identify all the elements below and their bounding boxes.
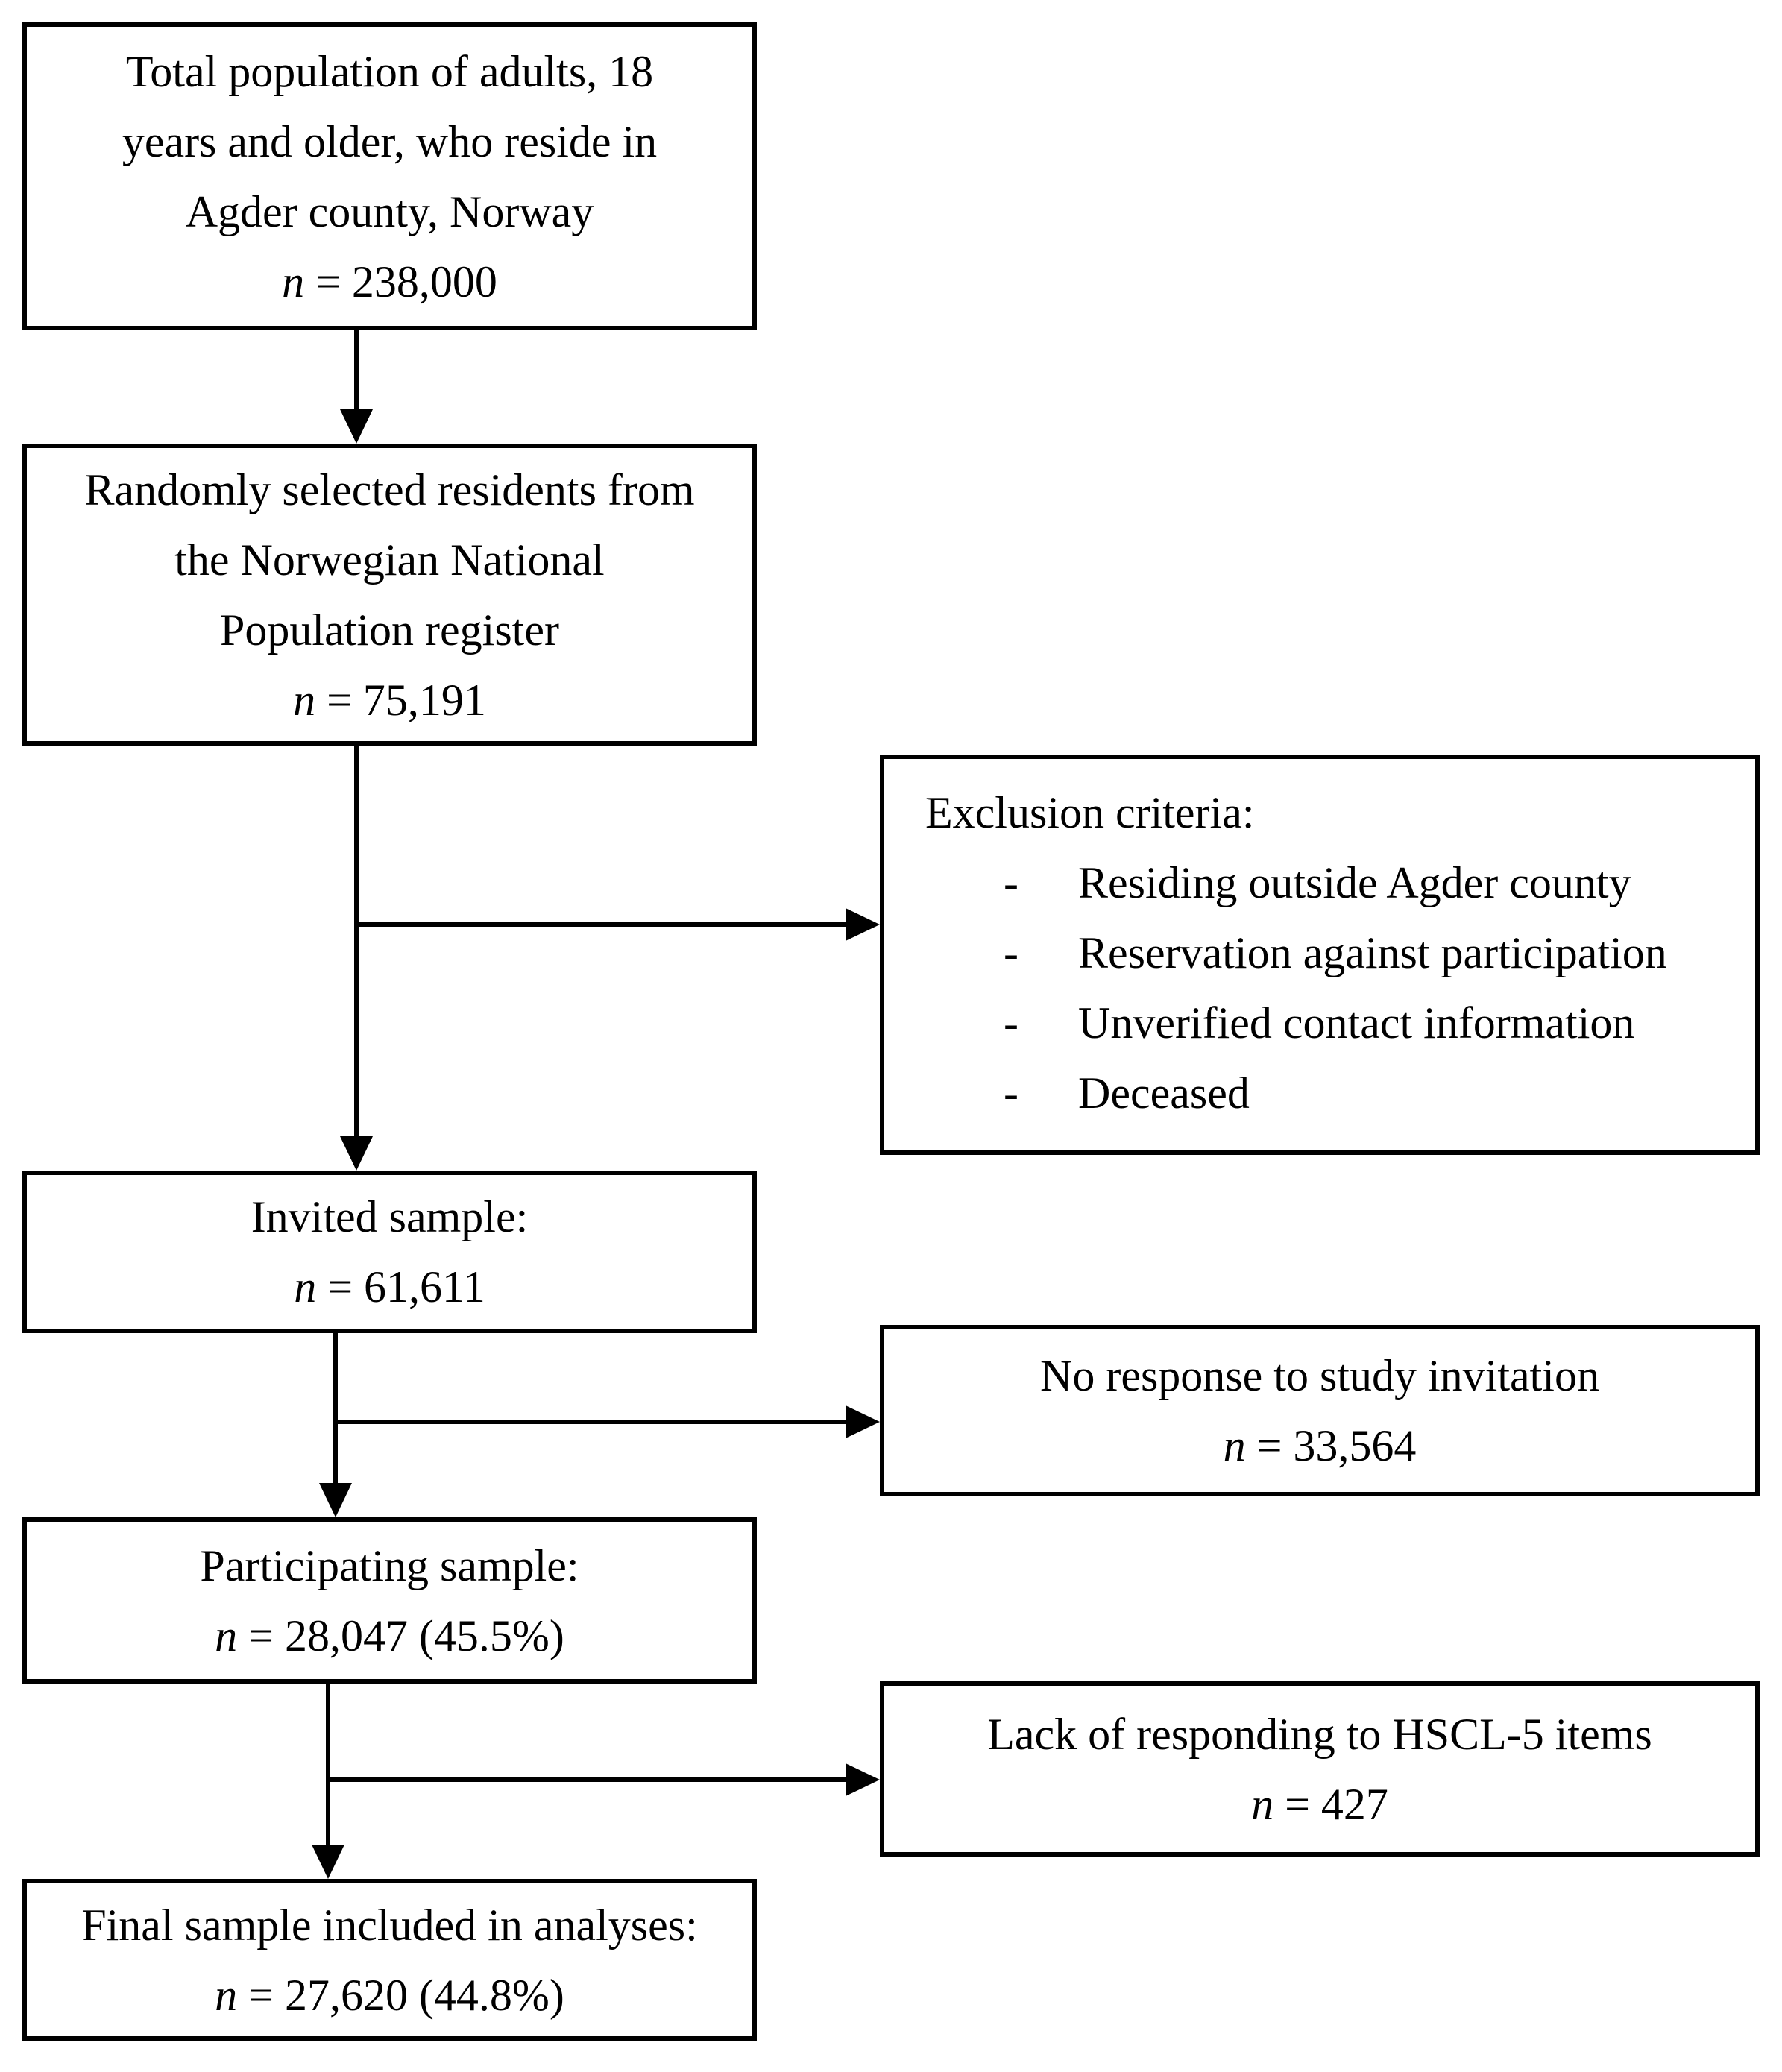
box-invited-sample: Invited sample: n = 61,611 (22, 1171, 757, 1333)
sample-size-line: n = 33,564 (1224, 1411, 1417, 1481)
bullet-dash: - (1004, 928, 1018, 977)
bullet-dash: - (1004, 858, 1018, 907)
arrowhead-right-icon (846, 908, 880, 941)
arrowhead-down-icon (319, 1483, 352, 1517)
arrowhead-down-icon (340, 1136, 373, 1171)
exclusion-item: - Deceased (925, 1058, 1250, 1128)
box-text-line: Population register (220, 605, 559, 655)
connector-line-vertical (333, 1333, 338, 1484)
box-exclusion-criteria: Exclusion criteria: - Residing outside Ag… (880, 755, 1760, 1155)
exclusion-item-text: Deceased (1078, 1068, 1250, 1118)
exclusion-item-text: Residing outside Agder county (1078, 858, 1631, 907)
arrowhead-down-icon (340, 409, 373, 444)
exclusion-heading: Exclusion criteria: (925, 788, 1255, 837)
n-symbol: n (1223, 1421, 1246, 1470)
exclusion-item-text: Unverified contact information (1078, 998, 1635, 1048)
box-text-line: the Norwegian National (174, 535, 605, 585)
exclusion-item: - Reservation against participation (925, 918, 1667, 988)
sample-size-line: n = 28,047 (45.5%) (215, 1601, 564, 1671)
box-randomly-selected: Randomly selected residents from the Nor… (22, 444, 757, 746)
box-text-line: Final sample included in analyses: (81, 1900, 698, 1950)
box-text-line: Randomly selected residents from (84, 465, 695, 514)
sample-size-line: n = 61,611 (294, 1252, 485, 1322)
arrowhead-right-icon (846, 1763, 880, 1796)
box-text-line: Participating sample: (200, 1540, 579, 1590)
n-value: = 75,191 (327, 675, 486, 725)
n-symbol: n (215, 1970, 238, 2020)
sample-size-line: n = 27,620 (44.8%) (215, 1960, 564, 2030)
n-symbol: n (294, 1262, 317, 1311)
box-text-line: years and older, who reside in (122, 116, 658, 166)
box-text-line: Lack of responding to HSCL-5 items (987, 1709, 1652, 1759)
connector-line-horizontal (328, 1777, 849, 1782)
n-symbol: n (1251, 1779, 1274, 1829)
arrowhead-right-icon (846, 1405, 880, 1438)
box-final-sample: Final sample included in analyses: n = 2… (22, 1879, 757, 2041)
box-hscl-nonresponse: Lack of responding to HSCL-5 items n = 4… (880, 1681, 1760, 1857)
box-text-line: No response to study invitation (1040, 1351, 1599, 1400)
n-symbol: n (293, 675, 316, 725)
exclusion-item: - Residing outside Agder county (925, 848, 1631, 918)
n-value: = 33,564 (1256, 1421, 1417, 1470)
box-total-population: Total population of adults, 18 years and… (22, 22, 757, 330)
connector-line-vertical (354, 746, 359, 1138)
box-text-line: Agder county, Norway (185, 186, 594, 236)
n-value: = 28,047 (45.5%) (248, 1610, 564, 1660)
box-participating-sample: Participating sample: n = 28,047 (45.5%) (22, 1517, 757, 1684)
n-value: = 27,620 (44.8%) (248, 1970, 564, 2020)
bullet-dash: - (1004, 1068, 1018, 1118)
connector-line-horizontal (356, 922, 849, 927)
n-symbol: n (282, 256, 305, 306)
box-no-response: No response to study invitation n = 33,5… (880, 1325, 1760, 1496)
sample-size-line: n = 75,191 (293, 665, 486, 735)
box-text-line: Total population of adults, 18 (125, 46, 654, 96)
connector-line-vertical (354, 330, 359, 411)
connector-line-horizontal (336, 1420, 849, 1424)
box-text-line: Invited sample: (251, 1192, 529, 1241)
n-symbol: n (215, 1610, 238, 1660)
sample-size-line: n = 427 (1251, 1769, 1388, 1839)
arrowhead-down-icon (312, 1845, 344, 1879)
n-value: = 427 (1285, 1779, 1388, 1829)
n-value: = 61,611 (327, 1262, 485, 1311)
exclusion-item: - Unverified contact information (925, 988, 1634, 1058)
n-value: = 238,000 (315, 256, 497, 306)
connector-line-vertical (326, 1684, 330, 1846)
exclusion-item-text: Reservation against participation (1078, 928, 1667, 977)
bullet-dash: - (1004, 998, 1018, 1048)
sample-size-line: n = 238,000 (282, 247, 497, 317)
